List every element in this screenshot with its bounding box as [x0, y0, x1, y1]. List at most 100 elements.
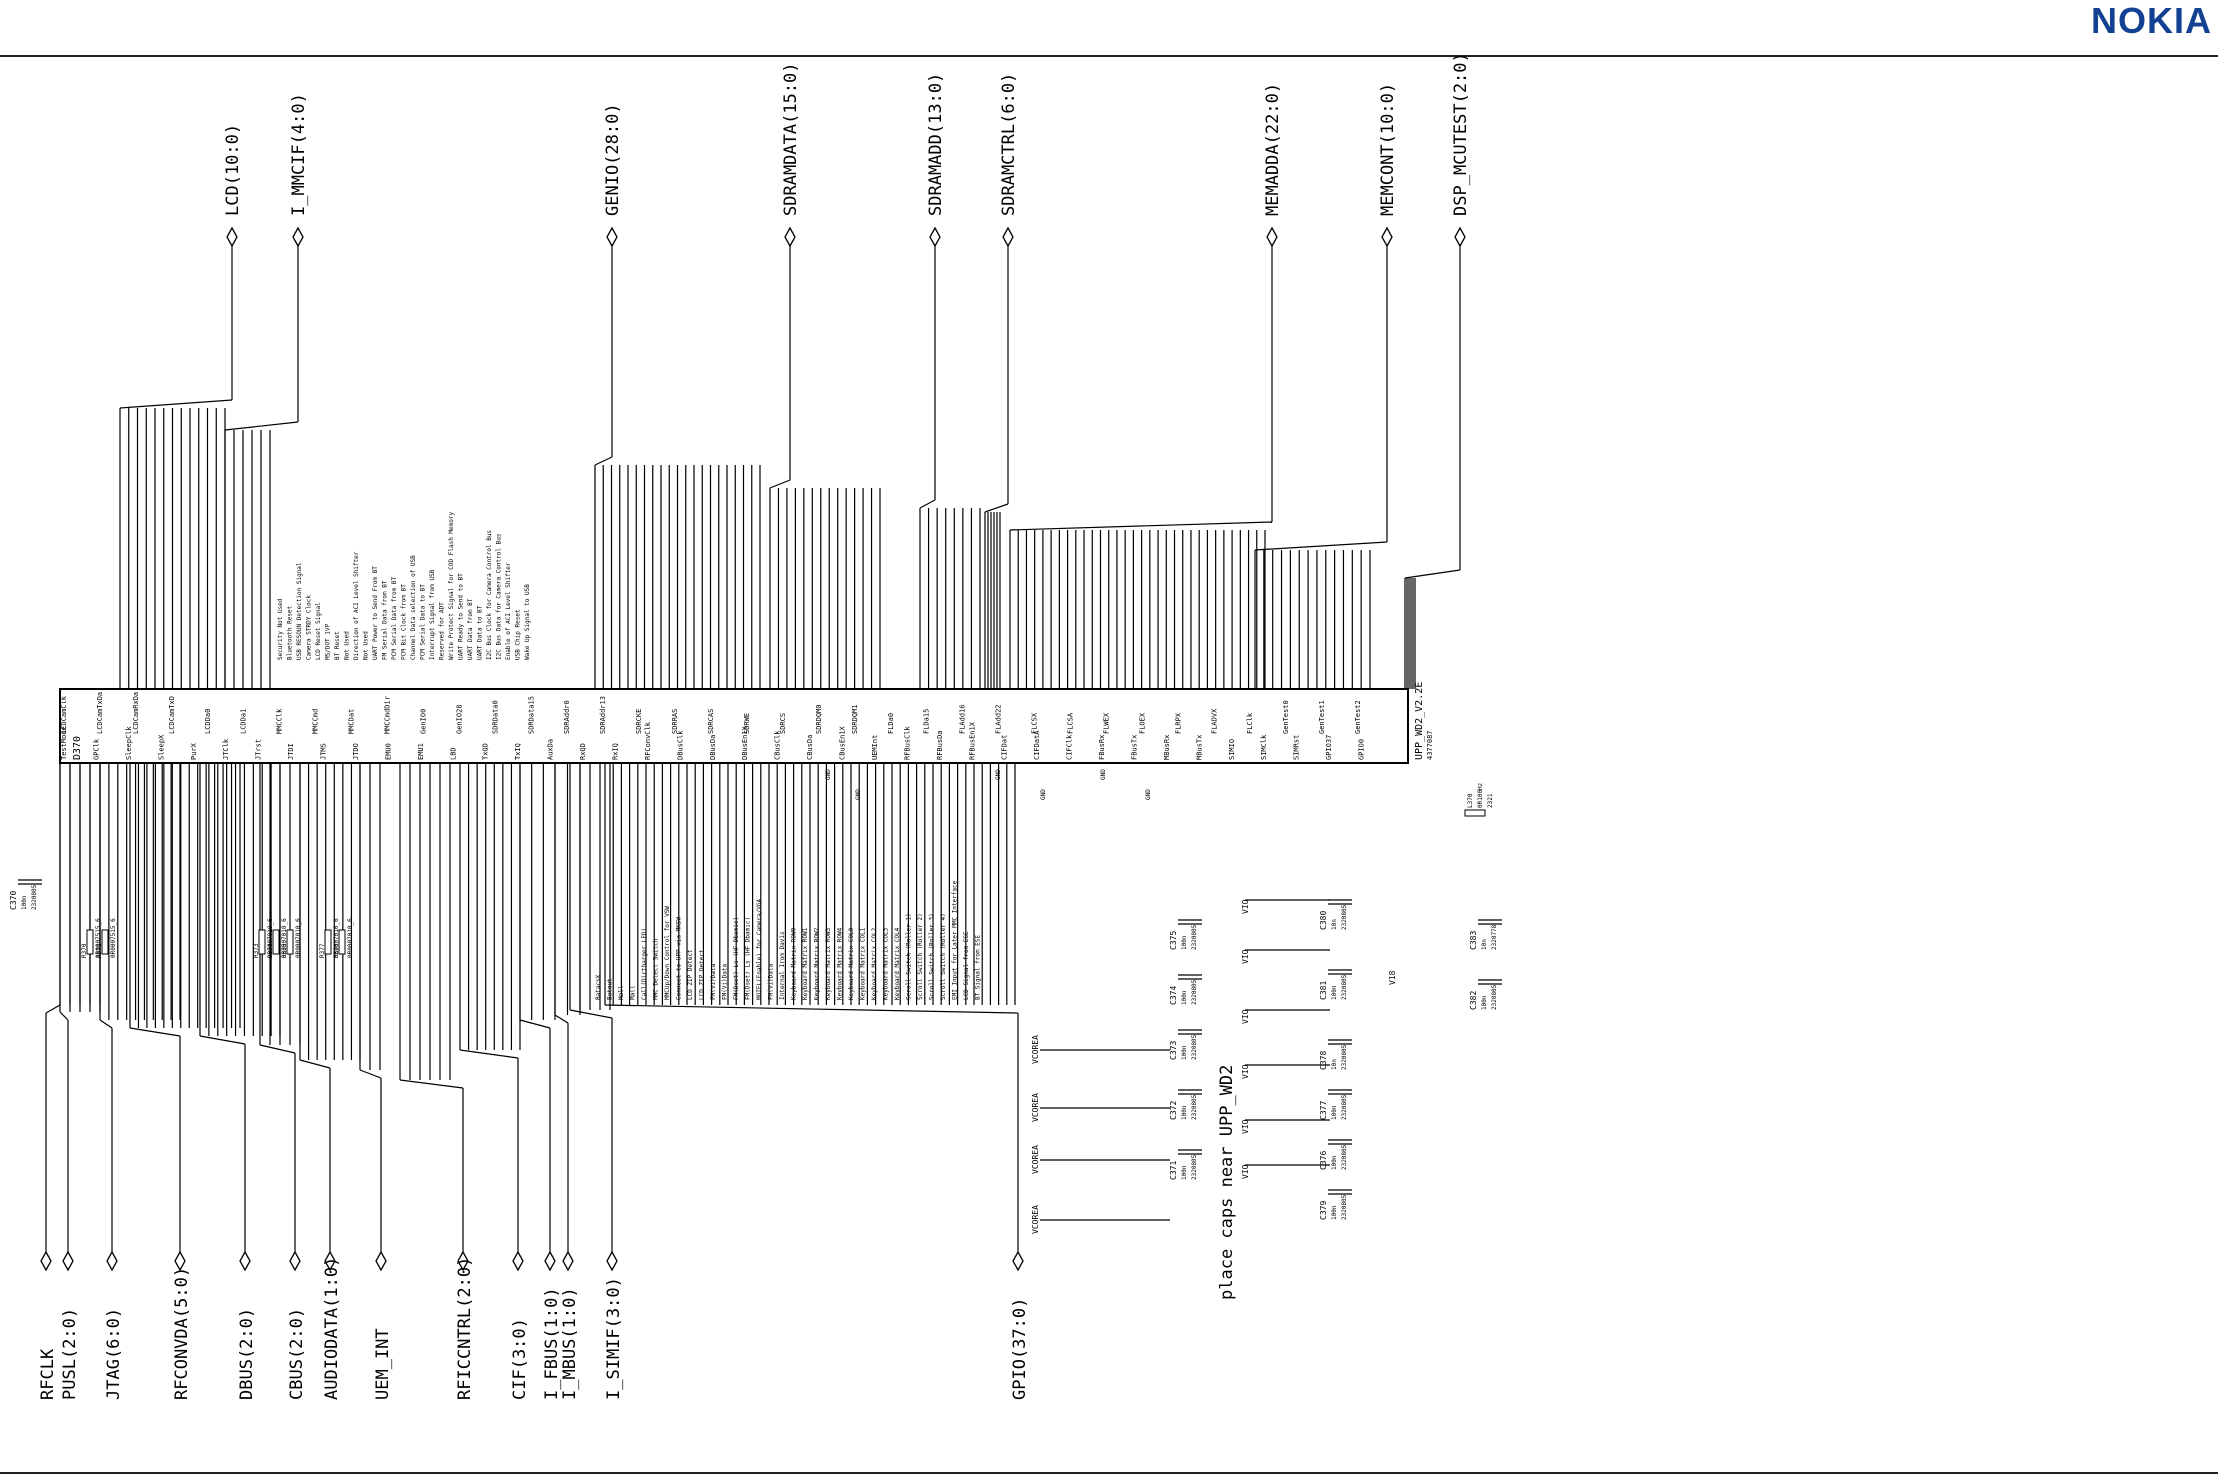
genio-signal-label: BT Reset	[334, 631, 341, 660]
gpio-signal-label: Scroll Switch (Roller 3)	[929, 913, 936, 1000]
chip-left-pin-name: JTDO	[352, 743, 360, 760]
capacitor-value: 10n	[1481, 939, 1488, 950]
resistor-body	[101, 929, 109, 955]
chip-left-pin-name: RxQD	[579, 743, 587, 760]
capacitor-value: 100n	[1181, 1105, 1188, 1120]
vio-net-label: VIO	[1241, 899, 1250, 914]
chip-left-pin-name: AuxDa	[547, 739, 555, 760]
bottom-bus-label: CBUS(2:0)	[287, 1308, 307, 1400]
chip-right-pin-name: SDRRAS	[671, 709, 679, 734]
gnd-net-label: GND	[825, 769, 832, 780]
chip-left-pin-name: GPIO37	[1325, 735, 1333, 760]
bottom-bus-joint	[569, 1009, 613, 1019]
gpio-signal-label: Call(Dirtharger LED)	[641, 928, 648, 1000]
bottom-bus-joint	[199, 1035, 246, 1045]
chip-right-pin-name: FLRPX	[1174, 712, 1182, 734]
genio-signal-label: USB RESOUN Detection Signal	[296, 562, 303, 660]
bottom-bus-connector	[324, 1250, 336, 1272]
capacitor-code: 2320805	[1341, 974, 1348, 1000]
vcorea-net-label: VCOREA	[1031, 1205, 1040, 1234]
chip-right-pin-name: FLOEX	[1138, 712, 1146, 734]
top-bus-connector	[606, 226, 618, 248]
top-bus-connector	[1002, 226, 1014, 248]
capacitor-code: 2320805	[1341, 1194, 1348, 1220]
gpio-signal-label: FM(Vi)Data	[722, 963, 729, 1000]
header-rule	[0, 55, 2218, 57]
chip-right-pin-name: MMCCmdDir	[384, 696, 392, 734]
gpio-signal-label: LCD Signal from ESE	[963, 931, 970, 1000]
chip-right-pin-name: FLADVX	[1210, 708, 1218, 734]
genio-signal-label: USB Chip Reset	[515, 609, 522, 660]
genio-signal-label: I2C Bus Clock for Camera Control Bus	[486, 530, 493, 660]
top-bus-connector	[929, 226, 941, 248]
chip-right-pin-name: LCDDa1	[240, 709, 248, 734]
resistor-value: 0R0007010_6	[347, 918, 354, 958]
chip-right-pin-name: FLDa0	[887, 713, 895, 734]
resistor-ref: R377	[319, 943, 326, 958]
top-bus-joint	[1009, 521, 1273, 531]
chip-left-pin-name: LBD	[449, 747, 457, 760]
resistor-body	[258, 929, 266, 955]
genio-signal-label: UART Data from BT	[467, 598, 474, 660]
bottom-bus-label: RFICCNTRL(2:0)	[455, 1257, 475, 1400]
vio-net-label: VIO	[1241, 1164, 1250, 1179]
chip-left-pin-name: CBusDa	[806, 735, 814, 760]
top-bus-label: SDRAMADD(13:0)	[926, 73, 946, 216]
bottom-bus-connector	[512, 1250, 524, 1272]
chip-left-pin-name: SIMIO	[1228, 739, 1236, 760]
chip-right-pin-name: LCDCamTxDa	[96, 692, 104, 734]
gnd-net-label: GND	[855, 789, 862, 800]
chip-right-pin-name: GenIO28	[455, 704, 463, 734]
chip-left-pin-name: CIFClk	[1066, 734, 1074, 760]
capacitor-code: 2320805	[31, 884, 38, 910]
capacitor-ref: C374	[1169, 986, 1178, 1005]
resistor-value: 0R0007010_6	[295, 918, 302, 958]
top-bus-label: MEMADDA(22:0)	[1263, 83, 1283, 216]
ferrite-code: 2321	[1487, 793, 1494, 808]
capacitor-value: 100n	[21, 895, 28, 910]
gpio-signal-label: Keyboard Matrix ROW2	[814, 927, 821, 1000]
gpio-signal-label: FM(Vi)Data	[710, 963, 717, 1000]
capacitor-value: 100n	[1331, 1155, 1338, 1170]
chip-right-pin-name: FLCSX	[1031, 712, 1039, 734]
chip-part: UPP_WD2_V2.2E	[1414, 682, 1425, 760]
bottom-bus-label: DBUS(2:0)	[237, 1308, 257, 1400]
bottom-bus-connector	[606, 1250, 618, 1272]
resistor-ref: R378	[333, 943, 340, 958]
genio-signal-label: I2C Bus Data for Camera Control Bus	[496, 533, 503, 660]
capacitor-code: 2320805	[1341, 1044, 1348, 1070]
vcorea-net-label: VCOREA	[1031, 1035, 1040, 1064]
genio-signal-label: Write Protect Signal for COD Flash Memor…	[448, 512, 455, 660]
resistor-ref: R374	[267, 943, 274, 958]
genio-signal-label: PCM Bit Clock from BT	[401, 584, 408, 660]
resistor-ref: R371	[96, 943, 103, 958]
genio-signal-label: UART Power to Send From BT	[372, 566, 379, 660]
capacitor-ref: C372	[1169, 1101, 1178, 1120]
bottom-bus-connector	[1012, 1250, 1024, 1272]
chip-right-pin-name: FLCSA	[1066, 712, 1074, 734]
chip-code: 4377087	[1426, 730, 1434, 760]
top-bus-joint	[1404, 569, 1461, 579]
footer-rule	[0, 1472, 2218, 1474]
bottom-bus-label: UEM_INT	[373, 1328, 393, 1400]
bottom-bus-connector	[174, 1250, 186, 1272]
chip-right-pin-name: SDRCKE	[635, 709, 643, 734]
bottom-bus-joint	[299, 1059, 331, 1069]
gpio-signal-label: Connect to UPP via MKSW	[676, 917, 683, 1000]
gnd-net-label: GND	[1145, 789, 1152, 800]
capacitor-code: 2320805	[1341, 1144, 1348, 1170]
genio-signal-label: Interrupt Signal from USB	[429, 569, 436, 660]
gpio-signal-label: Keyboard Matrix COL1	[860, 927, 867, 1000]
gpio-signal-label: FM(Dset) Ls (HF Dbamic)	[745, 917, 752, 1000]
gpio-signal-label: BatacsX	[595, 974, 602, 1000]
chip-right-pin-name: SDRCAS	[707, 709, 715, 734]
bottom-bus-connector	[62, 1250, 74, 1272]
genio-signal-label: Camera STRDY Clock	[306, 595, 313, 660]
capacitor-ref: C376	[1319, 1151, 1328, 1170]
capacitor-ref: C373	[1169, 1041, 1178, 1060]
bottom-bus-connector	[562, 1250, 574, 1272]
chip-right-pin-name: MMCDat	[348, 709, 356, 734]
chip-left-pin-name: DBusDa	[709, 735, 717, 760]
chip-left-pin-name: EMU1	[417, 743, 425, 760]
chip-right-pin-name: FLClk	[1246, 712, 1254, 734]
